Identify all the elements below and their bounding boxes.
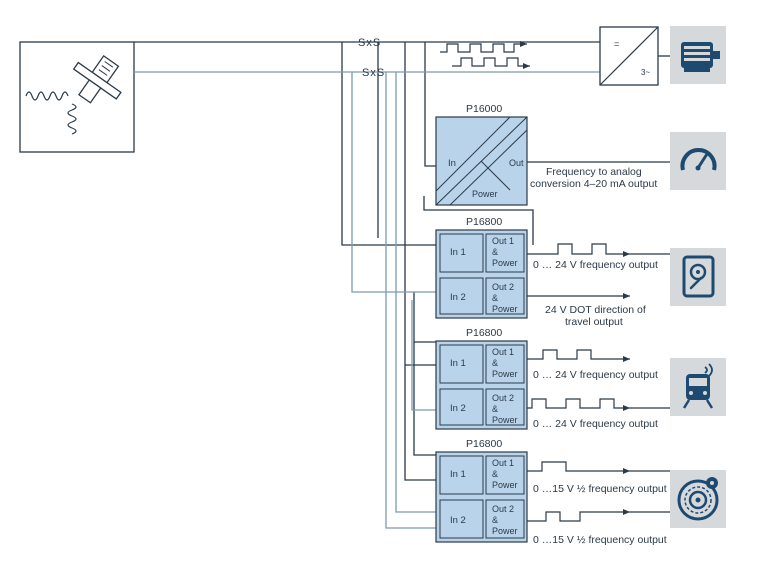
train-icon (670, 358, 726, 416)
p16800-2-out1-l2: & (492, 358, 498, 368)
p16800-3-out2-l1: Out 2 (492, 504, 514, 514)
p16800-3-out1-l2: & (492, 469, 498, 479)
p16000-power-label: Power (472, 189, 498, 199)
p16800-2-title: P16800 (466, 327, 502, 339)
p16800-3-out1-l3: Power (492, 480, 518, 490)
p16800-1-out2-l1: Out 2 (492, 282, 514, 292)
p16800-2-out2-l2: & (492, 404, 498, 414)
output-text-3-1: 0 …15 V ½ frequency output (533, 483, 667, 495)
p16800-1-in1: In 1 (450, 247, 466, 258)
pulse-output-2-1 (527, 349, 630, 362)
cable-label-1: SxS (358, 37, 381, 49)
output-text-2-1: 0 … 24 V frequency output (533, 369, 658, 381)
p16000-converter: P16000 In Out Power (435, 103, 528, 206)
sensor-icon (25, 54, 122, 135)
output-text-3-2: 0 …15 V ½ frequency output (533, 534, 667, 546)
pulse-output-3-2 (527, 509, 630, 522)
inverter-dc-symbol: = (614, 39, 619, 49)
p16800-1-out2-l2: & (492, 293, 498, 303)
p16000-output-text-1: Frequency to analog (546, 166, 642, 178)
output-text-1-2b: travel output (565, 316, 623, 328)
p16800-2-out1-l3: Power (492, 369, 518, 379)
motor-icon (670, 26, 726, 84)
p16800-1-out1-l2: & (492, 247, 498, 257)
p16800-1-out1-l3: Power (492, 258, 518, 268)
p16800-2-out2-l3: Power (492, 415, 518, 425)
p16800-3-out1-l1: Out 1 (492, 458, 514, 468)
p16800-block-2: P16800 In 1 In 2 Out 1 & Power Out 2 & P… (435, 327, 528, 430)
p16800-3-title: P16800 (466, 438, 502, 450)
pulse-output-3-1 (527, 461, 630, 474)
speed-sensor (19, 41, 135, 153)
cable-label-2: SxS (362, 67, 385, 79)
frequency-inverter: = 3~ (599, 26, 659, 86)
p16800-1-out1-l1: Out 1 (492, 236, 514, 246)
cable-blue (134, 71, 600, 529)
p16000-in-label: In (448, 158, 456, 169)
p16000-output-text-2: conversion 4–20 mA output (530, 178, 657, 190)
p16800-1-out2-l3: Power (492, 304, 518, 314)
p16800-2-out1-l1: Out 1 (492, 347, 514, 357)
p16800-3-out2-l2: & (492, 515, 498, 525)
pulse-signal-bottom (452, 57, 530, 69)
p16800-2-out2-l1: Out 2 (492, 393, 514, 403)
p16800-block-1: P16800 In 1 In 2 Out 1 & Power Out 2 & P… (435, 216, 528, 319)
output-text-1-1: 0 … 24 V frequency output (533, 259, 658, 271)
inverter-ac-symbol: 3~ (641, 68, 650, 77)
data-recorder-icon (670, 248, 726, 306)
gauge-icon (670, 132, 726, 190)
p16800-1-in2: In 2 (450, 292, 466, 303)
p16000-out-label: Out (509, 158, 524, 168)
pulse-output-2-2 (527, 398, 630, 411)
p16800-block-3: P16800 In 1 In 2 Out 1 & Power Out 2 & P… (435, 438, 528, 543)
pulse-signal-top (440, 41, 527, 53)
pulse-output-1-1 (527, 243, 630, 257)
p16800-1-title: P16800 (466, 216, 502, 228)
p16800-3-in2: In 2 (450, 515, 466, 526)
p16800-2-in1: In 1 (450, 358, 466, 369)
cable-dark (134, 41, 600, 481)
p16000-title: P16000 (466, 103, 502, 115)
p16800-3-out2-l3: Power (492, 526, 518, 536)
p16800-3-in1: In 1 (450, 469, 466, 480)
p16800-2-in2: In 2 (450, 403, 466, 414)
output-text-1-2a: 24 V DOT direction of (545, 304, 646, 316)
brake-disc-icon (670, 470, 726, 528)
output-text-2-2: 0 … 24 V frequency output (533, 418, 658, 430)
